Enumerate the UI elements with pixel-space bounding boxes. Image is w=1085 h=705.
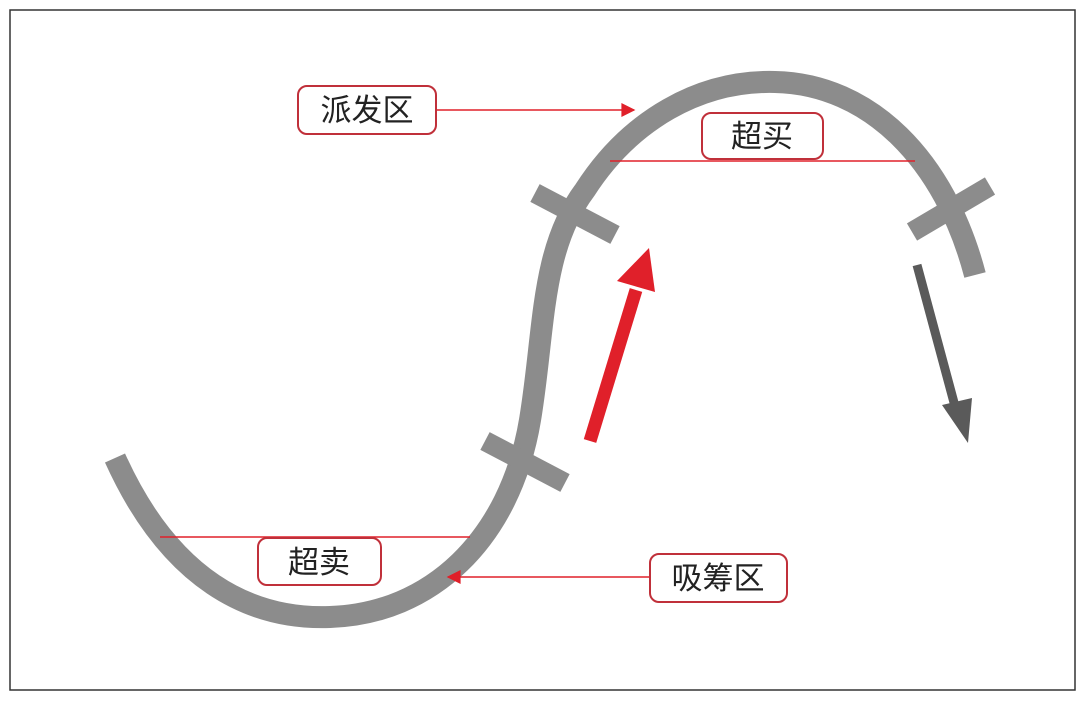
frame [9, 9, 1076, 691]
label-overbought: 超买 [701, 112, 824, 160]
oversold-label-text: 超卖 [288, 545, 350, 581]
cycle-tick-lower [480, 432, 570, 492]
distribution-label-text: 派发区 [321, 93, 414, 129]
label-accumulation-zone: 吸筹区 [649, 553, 788, 603]
overbought-label-text: 超买 [731, 119, 793, 155]
downtrend-arrow [912, 263, 972, 443]
uptrend-arrow [583, 248, 655, 443]
accumulation-label-text: 吸筹区 [672, 561, 765, 597]
price-cycle-curve [104, 70, 986, 629]
label-distribution-zone: 派发区 [297, 85, 437, 135]
cycle-tick-middle [530, 184, 620, 244]
label-oversold: 超卖 [257, 537, 382, 586]
cycle-tick-right [906, 177, 996, 241]
